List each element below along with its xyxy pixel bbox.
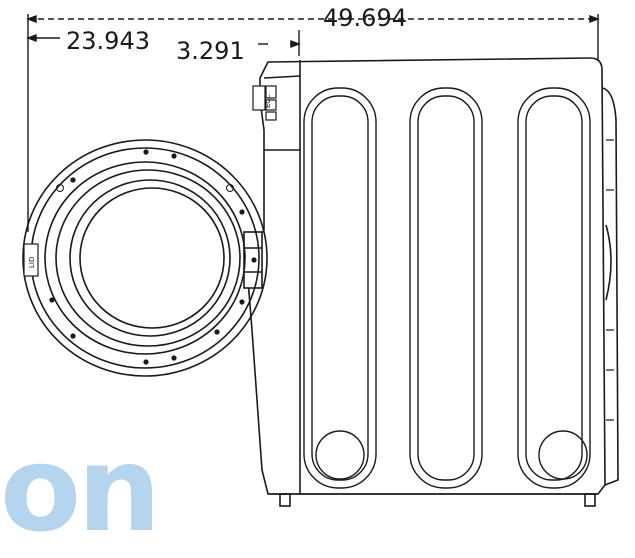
door-bolt-rings (56, 184, 234, 192)
control-label: ECL (264, 95, 272, 108)
control-panel-details (252, 85, 277, 121)
washer-side-view-diagram: ECL LID (22, 14, 619, 507)
overall-depth-dimension: 49.694 (323, 4, 407, 32)
side-ribs (303, 87, 591, 489)
door-bolts (49, 149, 257, 365)
door-handle (23, 243, 39, 277)
watermark-text: on (0, 420, 161, 558)
dimension-lines (26, 14, 600, 232)
door (22, 139, 268, 377)
rear-panel-details (606, 139, 614, 421)
door-open-dimension: 23.943 (66, 27, 150, 55)
control-panel-dimension: 3.291 (176, 37, 245, 65)
washer-body (247, 57, 619, 507)
door-label: LID (28, 257, 36, 268)
